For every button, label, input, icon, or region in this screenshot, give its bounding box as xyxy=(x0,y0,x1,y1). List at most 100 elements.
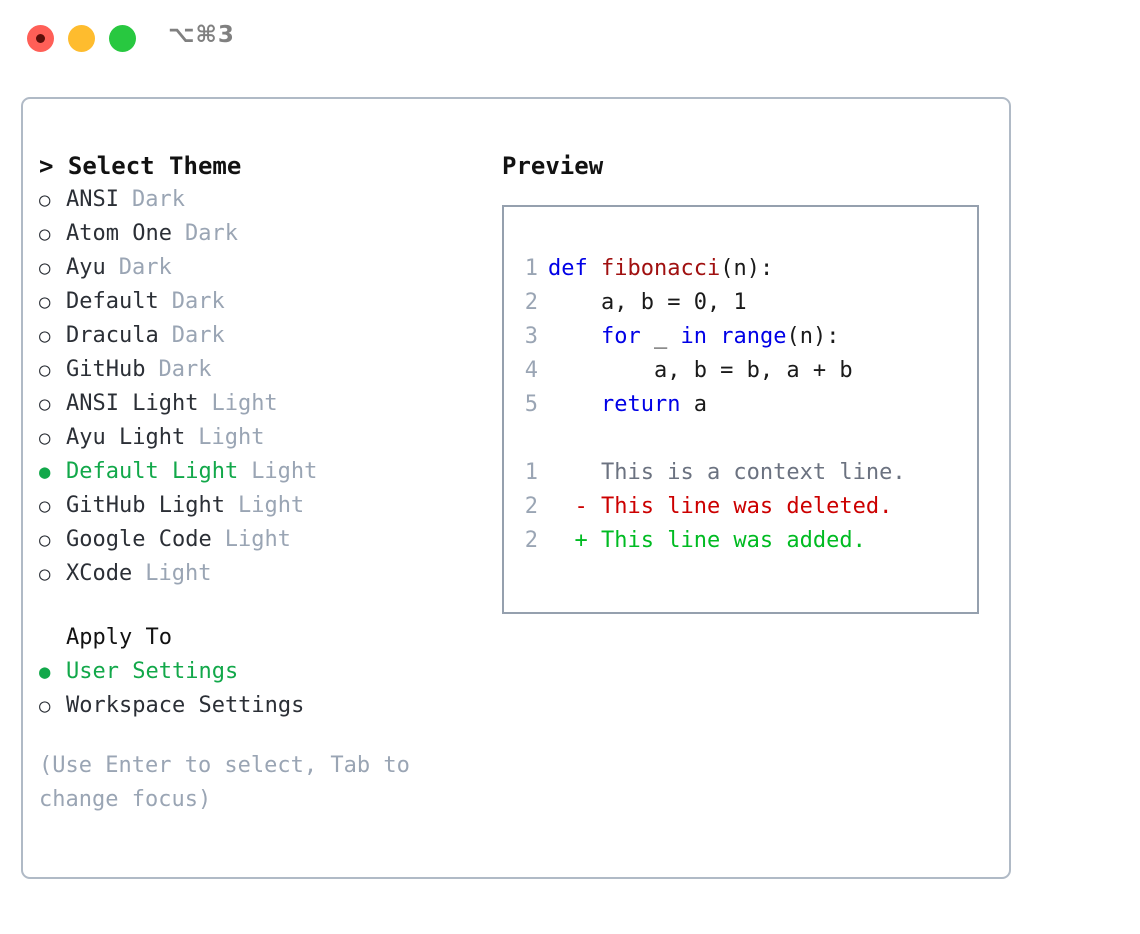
code-token-pl: a, b = 0, 1 xyxy=(548,290,747,315)
diff-line-number: 2 xyxy=(524,528,538,553)
code-token-fn: fibonacci xyxy=(600,256,721,281)
radio-empty-icon: ○ xyxy=(39,393,51,415)
code-line-content: a, b = 0, 1 xyxy=(548,290,747,315)
radio-empty-icon: ○ xyxy=(39,291,51,313)
theme-option-label: Atom One xyxy=(66,221,172,246)
apply-to-list[interactable]: ● User Settings ○Workspace Settings xyxy=(39,655,479,723)
code-line-number: 1 xyxy=(524,256,538,281)
theme-option-label: Dracula xyxy=(66,323,159,348)
keyboard-hint-text: (Use Enter to select, Tab to change focu… xyxy=(39,753,424,812)
code-token-pl xyxy=(548,324,601,349)
code-line: 1 def fibonacci(n): xyxy=(516,252,971,286)
theme-option-kind-badge: Light xyxy=(211,391,278,416)
keyboard-shortcut-label: ⌥⌘3 xyxy=(168,22,235,48)
diff-line-context: 1 This is a context line. xyxy=(516,456,971,490)
apply-to-option-label: Workspace Settings xyxy=(66,693,305,718)
radio-empty-icon: ○ xyxy=(39,359,51,381)
radio-empty-icon: ○ xyxy=(39,495,51,517)
theme-option-kind-badge: Light xyxy=(145,561,212,586)
diff-line-deleted: 2 - This line was deleted. xyxy=(516,490,971,524)
apply-to-option-1[interactable]: ○Workspace Settings xyxy=(39,689,479,723)
apply-to-option-0[interactable]: ● User Settings xyxy=(39,655,479,689)
theme-option-kind-badge: Light xyxy=(224,527,291,552)
list-spacer xyxy=(39,591,479,621)
window-controls xyxy=(27,25,136,52)
radio-selected-icon: ● xyxy=(39,661,51,683)
code-line-number: 3 xyxy=(524,324,538,349)
code-token-pl: (n): xyxy=(720,256,774,281)
radio-empty-icon: ○ xyxy=(39,223,51,245)
code-token-pl xyxy=(548,392,601,417)
minimize-button-icon[interactable] xyxy=(68,25,95,52)
theme-option-label: Default xyxy=(66,289,159,314)
theme-option-6[interactable]: ○ ANSI Light Light xyxy=(39,387,479,421)
radio-empty-icon: ○ xyxy=(39,189,51,211)
zoom-button-icon[interactable] xyxy=(109,25,136,52)
diff-sample: 1 This is a context line.2 - This line w… xyxy=(516,456,971,558)
theme-option-label: ANSI Light xyxy=(66,391,199,416)
diff-line-number: 2 xyxy=(524,494,538,519)
code-line: 2 a, b = 0, 1 xyxy=(516,286,971,320)
hint-spacer xyxy=(39,723,479,749)
apply-to-heading: Apply To xyxy=(66,625,172,650)
radio-empty-icon: ○ xyxy=(39,563,51,585)
diff-line-content: This is a context line. xyxy=(548,460,906,485)
code-line-content: for _ in range(n): xyxy=(548,324,839,349)
code-line: 4 a, b = b, a + b xyxy=(516,354,971,388)
code-token-kw: return xyxy=(600,392,681,417)
title-bar: ⌥⌘3 xyxy=(0,0,1140,76)
select-theme-heading: > Select Theme xyxy=(39,152,242,180)
theme-option-label: XCode xyxy=(66,561,133,586)
theme-option-label: ANSI xyxy=(66,187,119,212)
code-line-number: 5 xyxy=(524,392,538,417)
theme-option-label: Ayu Light xyxy=(66,425,186,450)
code-line-number: 2 xyxy=(524,290,538,315)
code-token-kw: def xyxy=(548,256,601,281)
theme-option-kind-badge: Light xyxy=(251,459,318,484)
theme-option-7[interactable]: ○ Ayu Light Light xyxy=(39,421,479,455)
code-token-kw: in xyxy=(680,324,707,349)
code-line-content: return a xyxy=(548,392,707,417)
code-token-pl: _ xyxy=(640,324,681,349)
code-token-kw: range xyxy=(720,324,787,349)
close-button-icon[interactable] xyxy=(27,25,54,52)
theme-option-5[interactable]: ○ GitHub Dark xyxy=(39,353,479,387)
radio-empty-icon: ○ xyxy=(39,427,51,449)
code-token-pl: a xyxy=(680,392,707,417)
theme-option-kind-badge: Dark xyxy=(118,255,172,280)
theme-option-label: Ayu xyxy=(66,255,106,280)
theme-option-kind-badge: Dark xyxy=(158,357,212,382)
theme-option-label: GitHub xyxy=(66,357,146,382)
radio-empty-icon: ○ xyxy=(39,325,51,347)
diff-line-added: 2 + This line was added. xyxy=(516,524,971,558)
apply-to-option-label: User Settings xyxy=(66,659,239,684)
radio-empty-icon: ○ xyxy=(39,529,51,551)
theme-option-label: GitHub Light xyxy=(66,493,225,518)
code-token-pl: (n): xyxy=(786,324,840,349)
code-token-pl: a, b = b, a + b xyxy=(548,358,853,383)
code-line: 3 for _ in range(n): xyxy=(516,320,971,354)
code-line-content: a, b = b, a + b xyxy=(548,358,853,383)
preview-heading: Preview xyxy=(502,152,604,180)
diff-line-content: + This line was added. xyxy=(548,528,866,553)
theme-option-kind-badge: Light xyxy=(198,425,265,450)
theme-option-11[interactable]: ○ XCode Light xyxy=(39,557,479,591)
code-line: 5 return a xyxy=(516,388,971,422)
diff-line-content: - This line was deleted. xyxy=(548,494,893,519)
